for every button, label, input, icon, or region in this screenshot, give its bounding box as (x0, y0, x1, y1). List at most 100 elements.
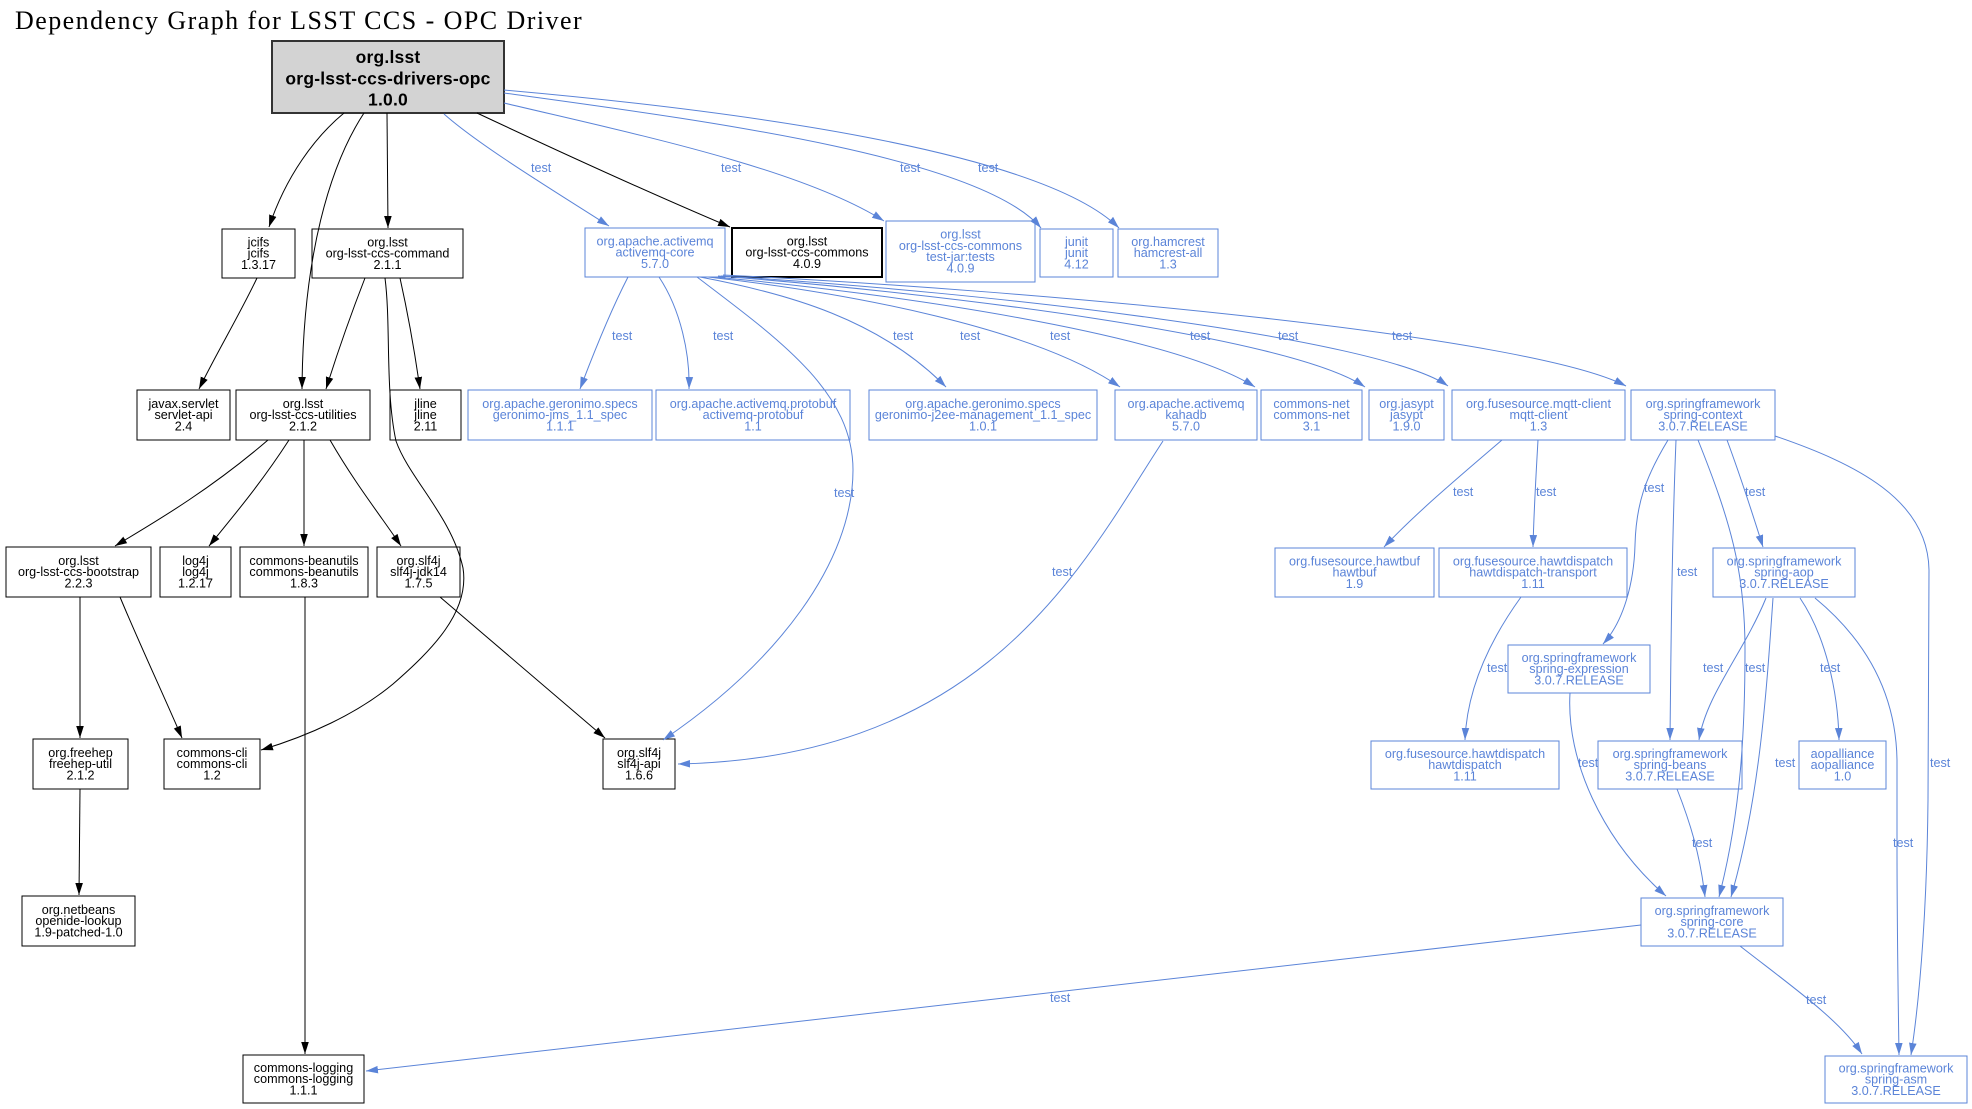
svg-text:org-lsst-ccs-bootstrap: org-lsst-ccs-bootstrap (18, 565, 139, 579)
svg-text:geronimo-j2ee-management_1.1_s: geronimo-j2ee-management_1.1_spec (875, 408, 1091, 422)
svg-text:2.1.2: 2.1.2 (66, 768, 94, 782)
svg-text:org.fusesource.mqtt-client: org.fusesource.mqtt-client (1466, 397, 1611, 411)
svg-text:hamcrest-all: hamcrest-all (1134, 246, 1203, 260)
svg-text:jcifs: jcifs (247, 235, 270, 249)
svg-text:jline: jline (413, 408, 436, 422)
svg-text:1.9: 1.9 (1346, 577, 1364, 591)
svg-text:org.springframework: org.springframework (1727, 554, 1842, 568)
svg-text:test: test (713, 329, 734, 343)
svg-text:org-lsst-ccs-utilities: org-lsst-ccs-utilities (249, 408, 356, 422)
svg-text:2.11: 2.11 (414, 419, 438, 433)
svg-text:org.jasypt: org.jasypt (1379, 397, 1434, 411)
svg-text:org-lsst-ccs-commons: org-lsst-ccs-commons (745, 246, 868, 260)
svg-text:test-jar:tests: test-jar:tests (926, 250, 995, 264)
svg-text:test: test (893, 329, 914, 343)
svg-text:3.0.7.RELEASE: 3.0.7.RELEASE (1534, 673, 1624, 687)
svg-text:test: test (1190, 329, 1211, 343)
svg-text:3.0.7.RELEASE: 3.0.7.RELEASE (1667, 926, 1757, 940)
svg-text:org.lsst: org.lsst (940, 228, 981, 242)
svg-text:test: test (1806, 993, 1827, 1007)
svg-text:spring-core: spring-core (1681, 915, 1744, 929)
svg-text:org.lsst: org.lsst (787, 234, 828, 248)
svg-text:jcifs: jcifs (247, 247, 270, 261)
svg-text:test: test (960, 329, 981, 343)
svg-text:org.netbeans: org.netbeans (42, 903, 116, 917)
svg-text:freehep-util: freehep-util (49, 757, 112, 771)
svg-text:test: test (1536, 485, 1557, 499)
svg-text:org.lsst: org.lsst (356, 47, 421, 67)
svg-text:org.springframework: org.springframework (1613, 747, 1728, 761)
svg-text:1.9.0: 1.9.0 (1392, 419, 1420, 433)
svg-text:1.1: 1.1 (744, 419, 762, 433)
svg-text:spring-context: spring-context (1663, 408, 1743, 422)
svg-text:1.0.1: 1.0.1 (969, 419, 997, 433)
svg-text:test: test (1745, 661, 1766, 675)
svg-text:test: test (978, 161, 999, 175)
svg-text:2.1.1: 2.1.1 (373, 258, 401, 272)
svg-text:org.springframework: org.springframework (1522, 651, 1637, 665)
svg-text:1.2: 1.2 (203, 768, 221, 782)
svg-text:1.11: 1.11 (1521, 577, 1545, 591)
svg-text:test: test (1930, 756, 1951, 770)
svg-text:slf4j-jdk14: slf4j-jdk14 (390, 565, 447, 579)
svg-text:test: test (1692, 836, 1713, 850)
svg-text:4.12: 4.12 (1064, 257, 1089, 271)
svg-text:1.3: 1.3 (1159, 257, 1177, 271)
svg-text:spring-expression: spring-expression (1529, 662, 1628, 676)
svg-text:3.1: 3.1 (1303, 419, 1321, 433)
svg-text:jline: jline (413, 397, 436, 411)
svg-text:org.springframework: org.springframework (1655, 904, 1770, 918)
svg-text:org.fusesource.hawtdispatch: org.fusesource.hawtdispatch (1453, 554, 1613, 568)
svg-text:commons-logging: commons-logging (254, 1072, 353, 1086)
svg-text:1.1.1: 1.1.1 (289, 1083, 317, 1097)
svg-text:commons-beanutils: commons-beanutils (249, 554, 358, 568)
svg-text:4.0.9: 4.0.9 (946, 261, 974, 275)
svg-text:openide-lookup: openide-lookup (35, 914, 121, 928)
svg-text:hawtbuf: hawtbuf (1332, 566, 1377, 580)
svg-text:test: test (1052, 565, 1073, 579)
svg-text:commons-cli: commons-cli (177, 746, 248, 760)
svg-text:activemq-core: activemq-core (615, 246, 694, 260)
svg-text:spring-asm: spring-asm (1865, 1073, 1927, 1087)
svg-text:commons-beanutils: commons-beanutils (249, 565, 358, 579)
svg-text:org.slf4j: org.slf4j (396, 554, 440, 568)
svg-text:test: test (1677, 565, 1698, 579)
svg-text:3.0.7.RELEASE: 3.0.7.RELEASE (1739, 577, 1829, 591)
svg-text:test: test (612, 329, 633, 343)
svg-text:1.2.17: 1.2.17 (178, 576, 213, 590)
svg-text:test: test (834, 486, 855, 500)
svg-text:test: test (1487, 661, 1508, 675)
svg-text:aopalliance: aopalliance (1811, 758, 1875, 772)
svg-text:3.0.7.RELEASE: 3.0.7.RELEASE (1851, 1084, 1941, 1098)
svg-text:org.fusesource.hawtdispatch: org.fusesource.hawtdispatch (1385, 747, 1545, 761)
svg-text:log4j: log4j (182, 565, 209, 579)
svg-text:4.0.9: 4.0.9 (793, 257, 821, 271)
svg-text:1.0: 1.0 (1834, 769, 1852, 783)
svg-text:junit: junit (1064, 246, 1089, 260)
svg-text:kahadb: kahadb (1165, 408, 1206, 422)
svg-text:mqtt-client: mqtt-client (1509, 408, 1568, 422)
svg-text:2.1.2: 2.1.2 (289, 419, 317, 433)
svg-text:org-lsst-ccs-commons: org-lsst-ccs-commons (899, 239, 1022, 253)
svg-text:test: test (1050, 329, 1071, 343)
svg-text:junit: junit (1064, 235, 1089, 249)
svg-text:commons-cli: commons-cli (177, 757, 248, 771)
svg-text:test: test (1745, 485, 1766, 499)
svg-text:org.slf4j: org.slf4j (617, 746, 661, 760)
svg-text:org.apache.activemq.protobuf: org.apache.activemq.protobuf (670, 397, 837, 411)
svg-text:hawtdispatch: hawtdispatch (1428, 758, 1502, 772)
svg-text:org.springframework: org.springframework (1646, 397, 1761, 411)
svg-text:spring-aop: spring-aop (1754, 566, 1814, 580)
svg-text:spring-beans: spring-beans (1634, 758, 1707, 772)
svg-text:org.apache.activemq: org.apache.activemq (1128, 397, 1245, 411)
svg-text:1.3.17: 1.3.17 (241, 258, 276, 272)
svg-text:1.9-patched-1.0: 1.9-patched-1.0 (34, 925, 122, 939)
svg-text:org-lsst-ccs-command: org-lsst-ccs-command (326, 247, 450, 261)
svg-text:org.springframework: org.springframework (1839, 1061, 1954, 1075)
svg-text:org.lsst: org.lsst (283, 397, 324, 411)
svg-text:geronimo-jms_1.1_spec: geronimo-jms_1.1_spec (493, 408, 627, 422)
svg-text:jasypt: jasypt (1389, 408, 1423, 422)
svg-text:test: test (1453, 485, 1474, 499)
svg-text:2.2.3: 2.2.3 (64, 576, 92, 590)
svg-text:5.7.0: 5.7.0 (641, 257, 669, 271)
